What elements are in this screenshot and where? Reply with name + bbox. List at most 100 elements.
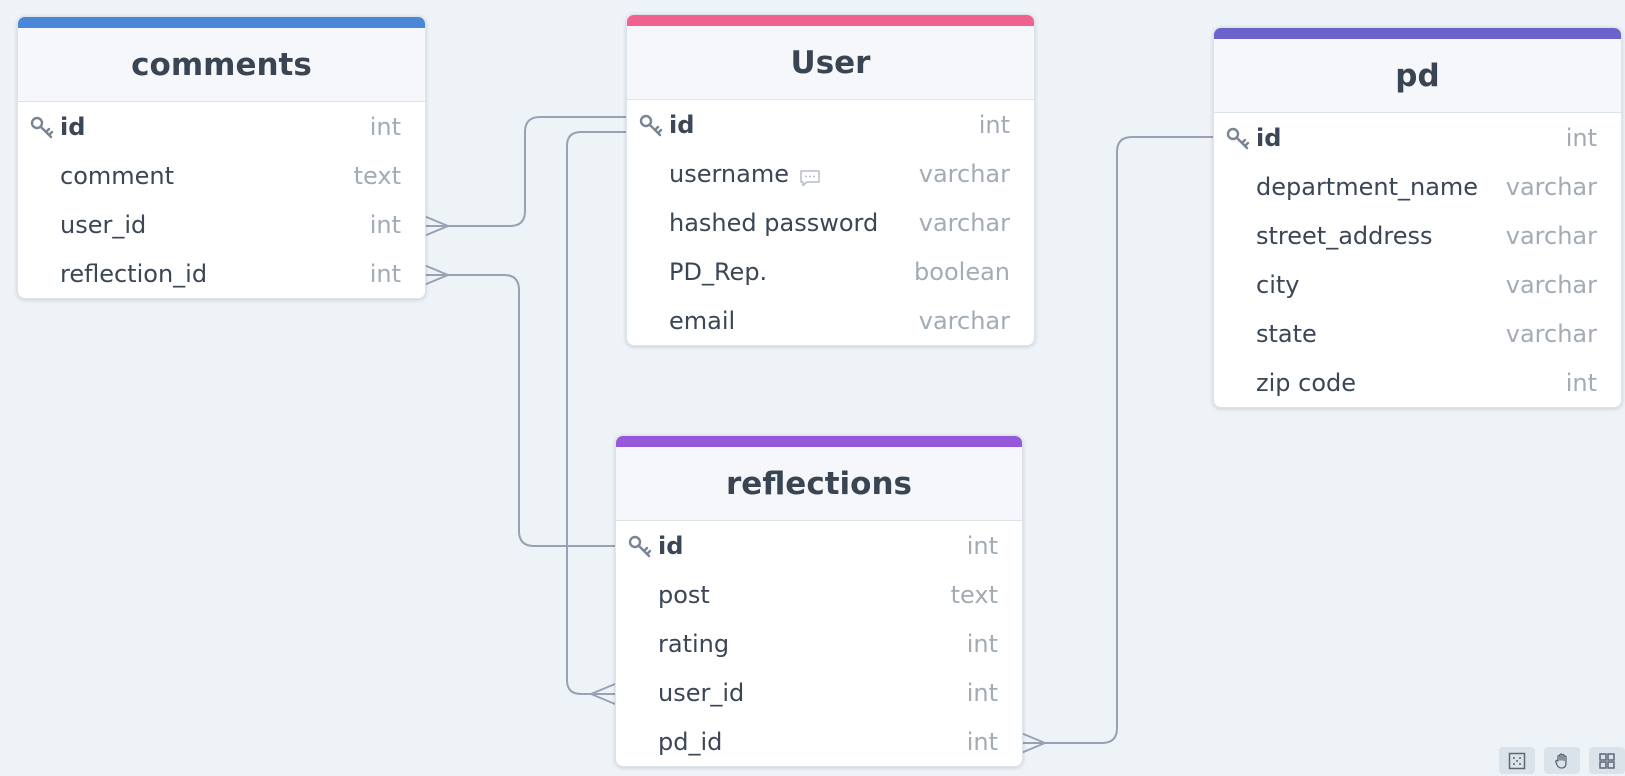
crowfoot-reflections-pd	[1020, 732, 1046, 754]
field-type: text	[950, 580, 998, 609]
field-row[interactable]: user_id int	[18, 200, 425, 249]
table-accent-stripe	[627, 15, 1034, 26]
grid-toggle-button[interactable]	[1499, 747, 1535, 774]
table-title[interactable]: User	[627, 26, 1034, 100]
field-name-text: state	[1256, 319, 1317, 348]
field-type: varchar	[918, 306, 1010, 335]
field-name-text: post	[658, 580, 710, 609]
connector-comments-user[interactable]	[424, 116, 626, 227]
field-name: state	[1256, 320, 1317, 348]
field-row[interactable]: city varchar	[1214, 260, 1621, 309]
field-row[interactable]: zip code int	[1214, 358, 1621, 407]
field-row[interactable]: rating int	[616, 619, 1022, 668]
field-row[interactable]: department_name varchar	[1214, 162, 1621, 211]
primary-key-icon	[30, 115, 56, 139]
field-row[interactable]: PD_Rep. boolean	[627, 247, 1034, 296]
field-name-text: hashed password	[669, 208, 879, 237]
field-type: varchar	[1505, 270, 1597, 299]
field-name-text: user_id	[60, 210, 147, 239]
field-type: varchar	[1505, 319, 1597, 348]
field-name-text: email	[669, 306, 736, 335]
field-name-text: comment	[60, 161, 175, 190]
field-row[interactable]: id int	[627, 100, 1034, 149]
field-name-text: user_id	[658, 678, 745, 707]
field-row[interactable]: street_address varchar	[1214, 211, 1621, 260]
field-name: comment	[60, 162, 174, 190]
field-row[interactable]: reflection_id int	[18, 249, 425, 298]
field-row[interactable]: id int	[1214, 113, 1621, 162]
field-name: username	[669, 160, 821, 188]
table-title[interactable]: reflections	[616, 447, 1022, 521]
field-type: varchar	[918, 159, 1010, 188]
table-title[interactable]: comments	[18, 28, 425, 102]
field-type: varchar	[1505, 221, 1597, 250]
table-accent-stripe	[616, 436, 1022, 447]
field-name-text: street_address	[1256, 221, 1433, 250]
field-name: hashed password	[669, 209, 878, 237]
field-name-text: zip code	[1256, 368, 1357, 397]
grid-icon	[1508, 752, 1526, 769]
field-name: zip code	[1256, 369, 1356, 397]
crowfoot-comments-reflections	[423, 264, 449, 286]
comment-note-icon[interactable]	[799, 165, 821, 186]
field-type: int	[978, 110, 1010, 139]
field-type: varchar	[1505, 172, 1597, 201]
field-row[interactable]: state varchar	[1214, 309, 1621, 358]
field-name: email	[669, 307, 735, 335]
field-name-text: department_name	[1256, 172, 1479, 201]
crowfoot-reflections-user	[590, 683, 616, 705]
field-type: boolean	[914, 257, 1010, 286]
field-name: id	[658, 532, 683, 560]
field-row[interactable]: username varchar	[627, 149, 1034, 198]
connector-comments-reflections[interactable]	[424, 274, 615, 547]
field-name-text: PD_Rep.	[669, 257, 768, 286]
field-row[interactable]: post text	[616, 570, 1022, 619]
table-accent-stripe	[18, 17, 425, 28]
field-row[interactable]: hashed password varchar	[627, 198, 1034, 247]
field-name: rating	[658, 630, 729, 658]
field-name: post	[658, 581, 710, 609]
field-row[interactable]: pd_id int	[616, 717, 1022, 766]
field-name: pd_id	[658, 728, 722, 756]
field-name-text: city	[1256, 270, 1300, 299]
table-title[interactable]: pd	[1214, 39, 1621, 113]
field-name: PD_Rep.	[669, 258, 767, 286]
field-row[interactable]: email varchar	[627, 296, 1034, 345]
field-name-text: rating	[658, 629, 730, 658]
field-name: reflection_id	[60, 260, 207, 288]
field-name-text: id	[60, 112, 86, 141]
field-name-text: username	[669, 159, 789, 188]
primary-key-icon	[628, 534, 654, 558]
connector-reflections-pd[interactable]	[1021, 136, 1213, 744]
layout-icon	[1599, 752, 1615, 769]
field-name: user_id	[658, 679, 744, 707]
table-accent-stripe	[1214, 28, 1621, 39]
auto-layout-button[interactable]	[1589, 747, 1625, 774]
field-type: varchar	[918, 208, 1010, 237]
field-type: int	[369, 210, 401, 239]
field-type: int	[1565, 368, 1597, 397]
field-type: int	[966, 629, 998, 658]
pan-tool-button[interactable]	[1544, 747, 1580, 774]
field-name: id	[60, 113, 85, 141]
field-name: id	[669, 111, 694, 139]
field-name-text: reflection_id	[60, 259, 208, 288]
field-type: int	[966, 727, 998, 756]
field-name: city	[1256, 271, 1299, 299]
field-name-text: id	[1256, 123, 1282, 152]
field-type: int	[369, 259, 401, 288]
field-type: int	[1565, 123, 1597, 152]
crowfoot-comments-user	[423, 215, 449, 237]
field-name: street_address	[1256, 222, 1432, 250]
field-name-text: id	[658, 531, 684, 560]
field-name: user_id	[60, 211, 146, 239]
